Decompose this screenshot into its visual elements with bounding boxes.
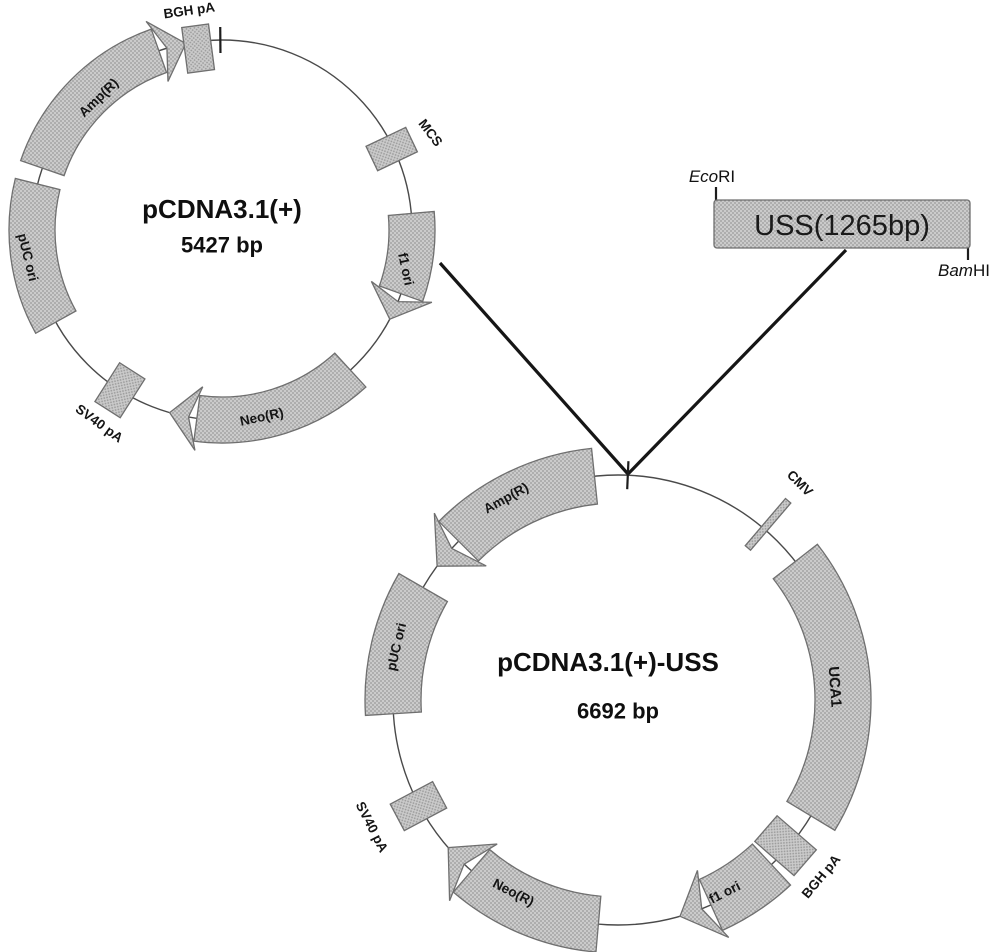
- p2-neo-r: [452, 848, 602, 952]
- ecori-site-label: EcoRI: [689, 167, 735, 186]
- p2-sv40-pa: [389, 780, 448, 832]
- p1-neo-r: [193, 352, 367, 444]
- p1-f1-ori: [378, 210, 436, 303]
- p1-amp-r: [145, 20, 187, 82]
- p1-f1-ori: [370, 280, 433, 321]
- p2-junction-tick: [626, 461, 630, 490]
- uss-insert-label: USS(1265bp): [754, 210, 930, 242]
- p2-bgh-pa: [753, 814, 818, 877]
- plasmid2-title: pCDNA3.1(+)-USS: [497, 647, 719, 677]
- p1-bgh-pa: [180, 23, 216, 74]
- bamhi-site-label: BamHI: [938, 261, 990, 280]
- p2-cmv: [744, 497, 792, 552]
- p1-puc-ori: [8, 177, 77, 335]
- p1-neo-r: [168, 386, 204, 451]
- p2-puc-ori: [364, 572, 449, 717]
- p2-amp-r: [437, 447, 599, 562]
- p2-neo-r: [447, 843, 498, 901]
- plasmid1-size: 5427 bp: [181, 233, 263, 258]
- uss-insert-box: [713, 199, 971, 249]
- p2-sv40-pa-label: SV40 pA: [353, 799, 391, 855]
- ligation-lines: [438, 248, 848, 476]
- uss-insert-fragment: USS(1265bp) EcoRI BamHI: [689, 167, 990, 280]
- p1-f1-ori-label: f1 ori: [395, 251, 417, 286]
- p1-bgh-pa-label: BGH pA: [163, 0, 217, 21]
- p2-cmv-label: CMV: [784, 467, 816, 499]
- p1-mcs: [365, 126, 419, 172]
- p1-mcs-label: MCS: [415, 116, 445, 149]
- p2-uca1: [772, 543, 872, 832]
- ligation-line-2: [626, 248, 848, 476]
- p1-sv40-pa: [94, 361, 146, 419]
- p2-f1-ori: [679, 870, 730, 939]
- plasmid1-title: pCDNA3.1(+): [142, 194, 302, 224]
- p1-amp-r: [19, 28, 168, 177]
- plasmid2-size: 6692 bp: [577, 699, 659, 724]
- ligation-line-1: [438, 261, 630, 476]
- p2-amp-r: [433, 512, 487, 567]
- p2-uca1-label: UCA1: [825, 666, 845, 708]
- p2-f1-ori: [698, 843, 792, 932]
